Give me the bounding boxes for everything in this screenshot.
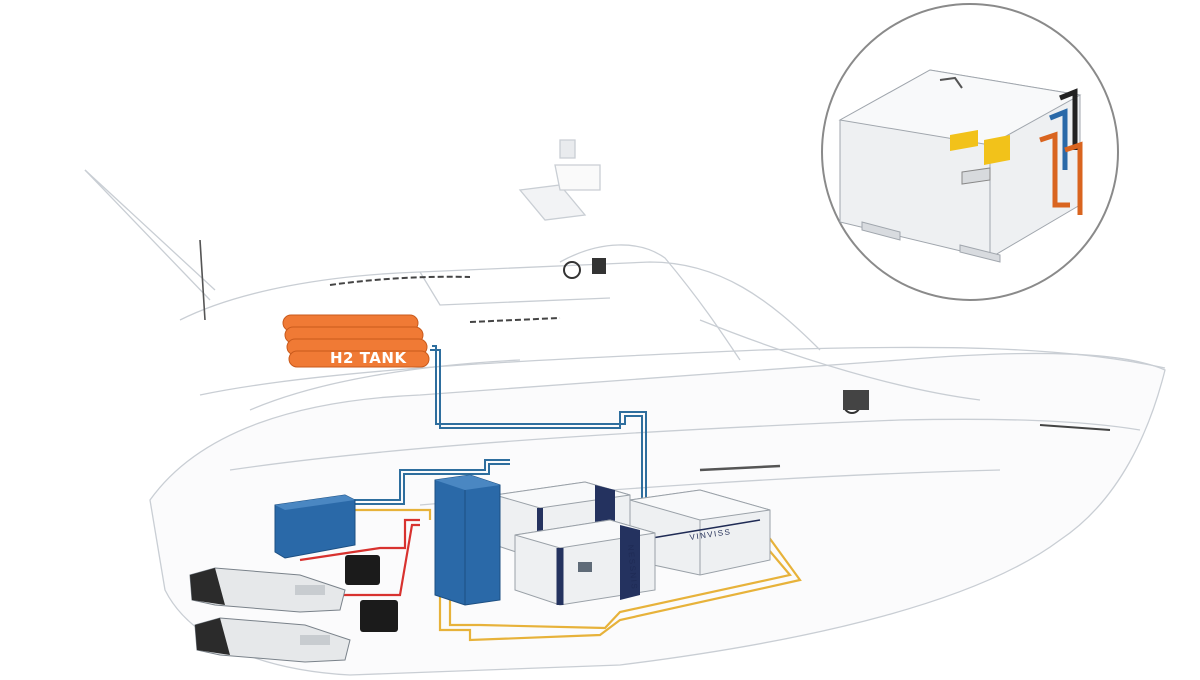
helm-station-icon xyxy=(563,258,869,414)
hydrogen-tank: H2 TANK xyxy=(282,314,430,368)
inverter-units xyxy=(345,555,398,632)
motor-controller-cabinet xyxy=(274,494,356,559)
warning-label-icons xyxy=(950,130,1010,185)
outboard-engine-pair xyxy=(189,567,351,663)
hydrogen-pipes xyxy=(340,345,647,505)
tank-label: H2 TANK xyxy=(330,349,407,367)
battery-pack-right: VINVISS xyxy=(629,489,771,576)
fuel-cell-module-front: NESSNIS xyxy=(514,519,656,606)
dc-converter-cabinet xyxy=(434,474,501,606)
fuel-cell-brand-label: NESSNIS xyxy=(626,544,639,590)
inset-closeup xyxy=(821,3,1119,301)
